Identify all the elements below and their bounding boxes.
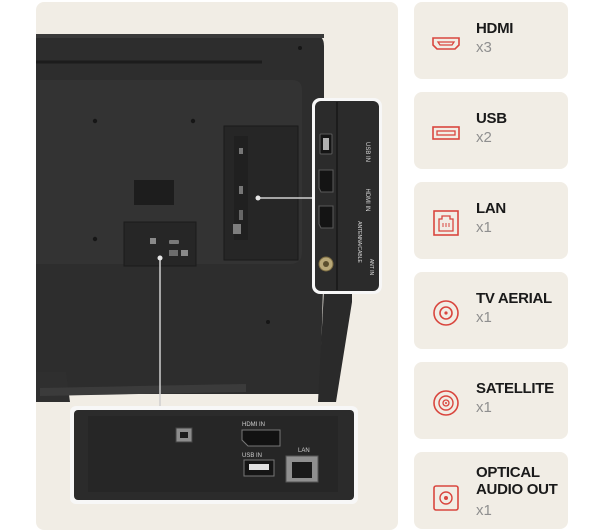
lan-port-icon — [430, 207, 462, 239]
hdmi-port-icon — [430, 27, 462, 59]
screw-hole — [266, 320, 270, 324]
bottom-label-hdmi: HDMI IN — [242, 422, 265, 428]
screw-hole — [298, 46, 302, 50]
side-label-ant-in: ANT IN — [368, 259, 374, 276]
tv-stand-foot — [40, 384, 246, 396]
port-card-optical-audio-out: OPTICAL AUDIO OUT x1 — [414, 452, 568, 529]
port-name: SATELLITE — [476, 380, 554, 397]
port-count: x1 — [476, 399, 492, 416]
tv-vent — [134, 180, 174, 205]
port-card-satellite: SATELLITE x1 — [414, 362, 568, 439]
port-count: x3 — [476, 39, 492, 56]
optical-audio-port-icon — [430, 482, 462, 514]
port-name: TV AERIAL — [476, 290, 552, 307]
bottom-label-lan: LAN — [298, 448, 310, 454]
port-card-lan: LAN x1 — [414, 182, 568, 259]
port-card-hdmi: HDMI x3 — [414, 2, 568, 79]
port-count: x1 — [476, 309, 492, 326]
screw-hole — [92, 118, 98, 124]
usb-port-icon — [430, 117, 462, 149]
screw-hole — [92, 236, 98, 242]
side-label-antenna: ANTENNA/CABLE — [356, 221, 362, 263]
port-name-line-2: AUDIO OUT — [476, 481, 558, 498]
side-label-usb: USB IN — [364, 142, 370, 162]
screw-hole — [190, 118, 196, 124]
port-name: HDMI — [476, 20, 514, 37]
port-name-line-1: OPTICAL — [476, 464, 540, 481]
tv-rear-photo: USB IN HDMI IN ANTENNA/CABLE ANT IN HDMI… — [36, 2, 398, 530]
tv-rear-illustration: USB IN HDMI IN ANTENNA/CABLE ANT IN HDMI… — [36, 34, 382, 504]
port-count: x1 — [476, 502, 492, 519]
port-count: x2 — [476, 129, 492, 146]
port-count: x1 — [476, 219, 492, 236]
tv-aerial-port-icon — [430, 297, 462, 329]
tv-stand-base — [36, 372, 70, 402]
port-name: USB — [476, 110, 507, 127]
port-name: LAN — [476, 200, 506, 217]
port-card-tv-aerial: TV AERIAL x1 — [414, 272, 568, 349]
satellite-port-icon — [430, 387, 462, 419]
port-card-usb: USB x2 — [414, 92, 568, 169]
bottom-label-usb: USB IN — [242, 453, 262, 459]
side-label-hdmi: HDMI IN — [364, 189, 370, 212]
